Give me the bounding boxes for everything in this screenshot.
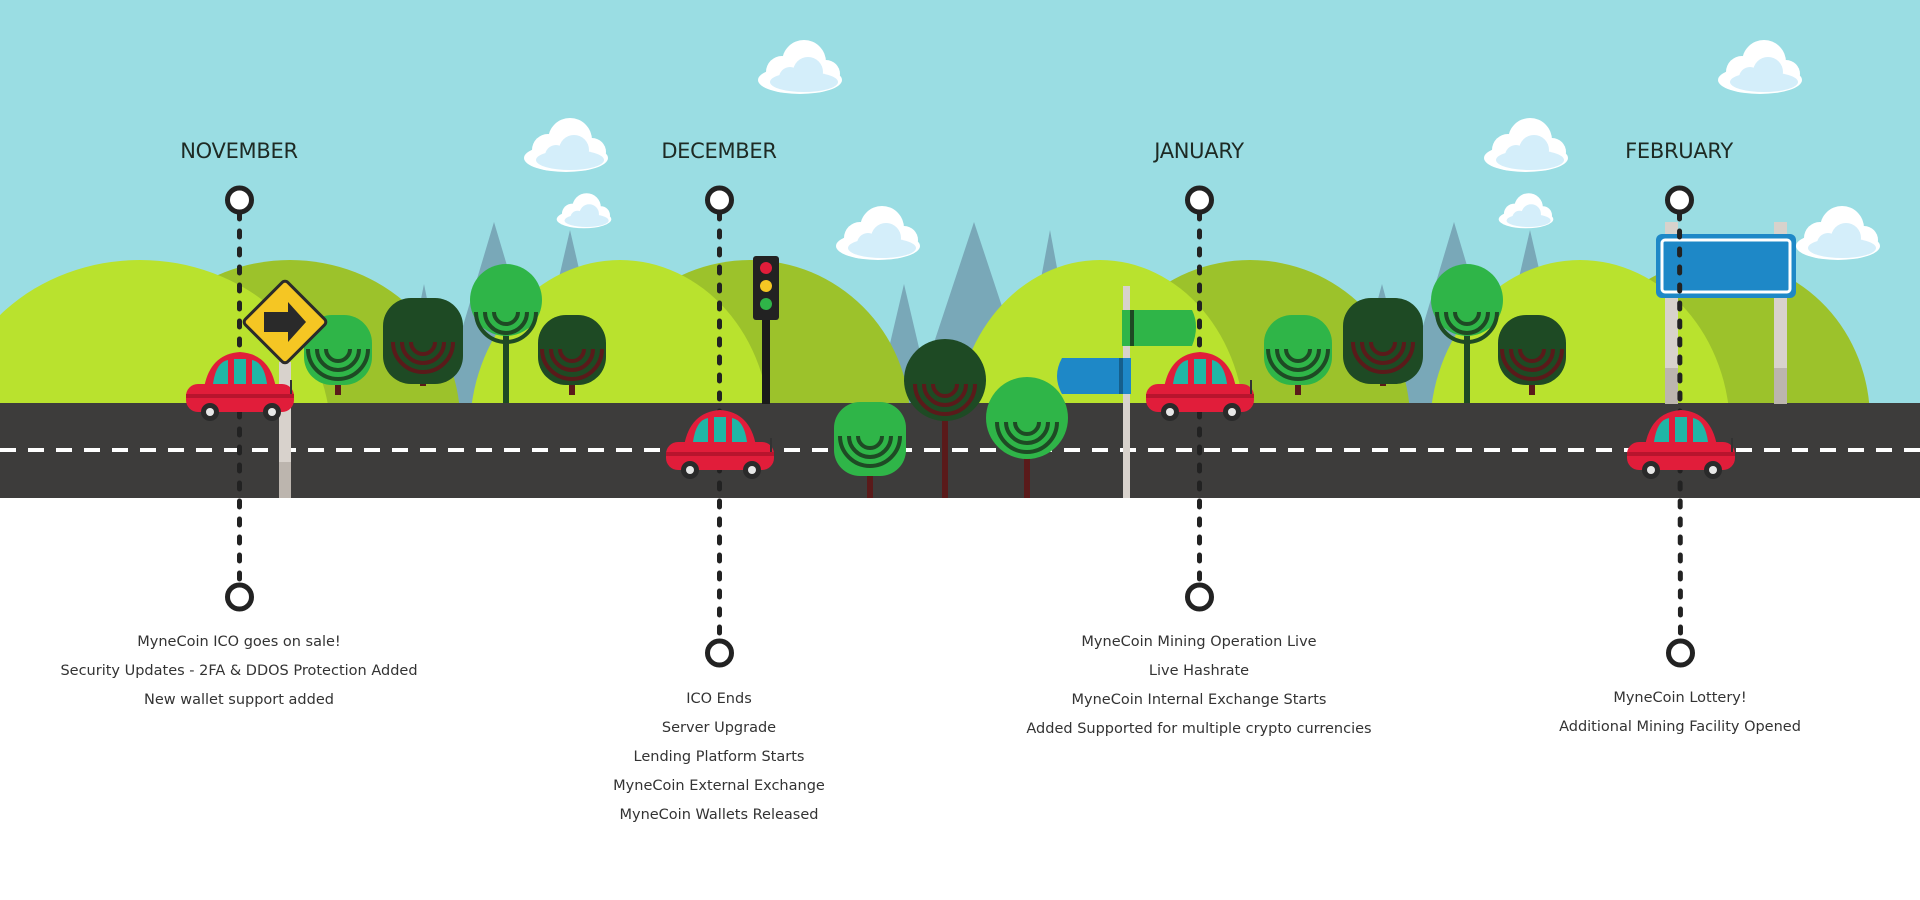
events-january: MyneCoin Mining Operation Live Live Hash… xyxy=(989,628,1409,744)
events-november: MyneCoin ICO goes on sale! Security Upda… xyxy=(29,628,449,715)
event-item: MyneCoin Lottery! xyxy=(1613,690,1747,706)
milestone-end-node xyxy=(1666,638,1695,668)
trees xyxy=(304,264,1566,404)
traffic-light-icon xyxy=(753,256,779,404)
tree-icon xyxy=(383,298,463,386)
foreground-trees xyxy=(834,339,1068,498)
milestone-end-node xyxy=(1185,582,1214,612)
event-item: ICO Ends xyxy=(686,691,752,707)
event-item: Security Updates - 2FA & DDOS Protection… xyxy=(60,663,418,679)
tree-icon xyxy=(904,339,986,498)
event-item: Lending Platform Starts xyxy=(633,749,805,765)
month-february: FEBRUARY xyxy=(1625,139,1733,163)
milestone-node xyxy=(1665,185,1694,215)
event-item: MyneCoin External Exchange xyxy=(613,778,825,794)
tree-icon xyxy=(1343,298,1423,386)
event-item: Live Hashrate xyxy=(1148,663,1250,679)
event-item: MyneCoin Internal Exchange Starts xyxy=(1071,692,1327,708)
tree-icon xyxy=(304,315,372,395)
milestone-node xyxy=(1185,185,1214,215)
milestone-node xyxy=(225,185,254,215)
event-item: MyneCoin ICO goes on sale! xyxy=(137,634,341,650)
events-february: MyneCoin Lottery! Additional Mining Faci… xyxy=(1470,684,1890,742)
tree-icon xyxy=(470,264,542,404)
events-december: ICO Ends Server Upgrade Lending Platform… xyxy=(509,685,929,830)
tree-icon xyxy=(538,315,606,395)
milestone-end-node xyxy=(705,638,734,668)
month-november: NOVEMBER xyxy=(180,139,298,163)
tree-icon xyxy=(1264,315,1332,395)
event-item: Added Supported for multiple crypto curr… xyxy=(1026,721,1372,737)
milestone-end-node xyxy=(225,582,254,612)
billboard-icon xyxy=(1656,222,1796,404)
event-item: MyneCoin Mining Operation Live xyxy=(1081,634,1317,650)
milestone-node xyxy=(705,185,734,215)
event-item: New wallet support added xyxy=(144,692,334,708)
tree-icon xyxy=(1431,264,1503,404)
event-item: Additional Mining Facility Opened xyxy=(1559,719,1801,735)
tree-icon xyxy=(986,377,1068,498)
event-item: Server Upgrade xyxy=(661,720,777,736)
direction-sign-icon xyxy=(1057,286,1196,498)
month-january: JANUARY xyxy=(1154,139,1244,163)
tree-icon xyxy=(1498,315,1566,395)
event-item: MyneCoin Wallets Released xyxy=(619,807,819,823)
tree-icon xyxy=(834,402,906,498)
month-december: DECEMBER xyxy=(661,139,777,163)
